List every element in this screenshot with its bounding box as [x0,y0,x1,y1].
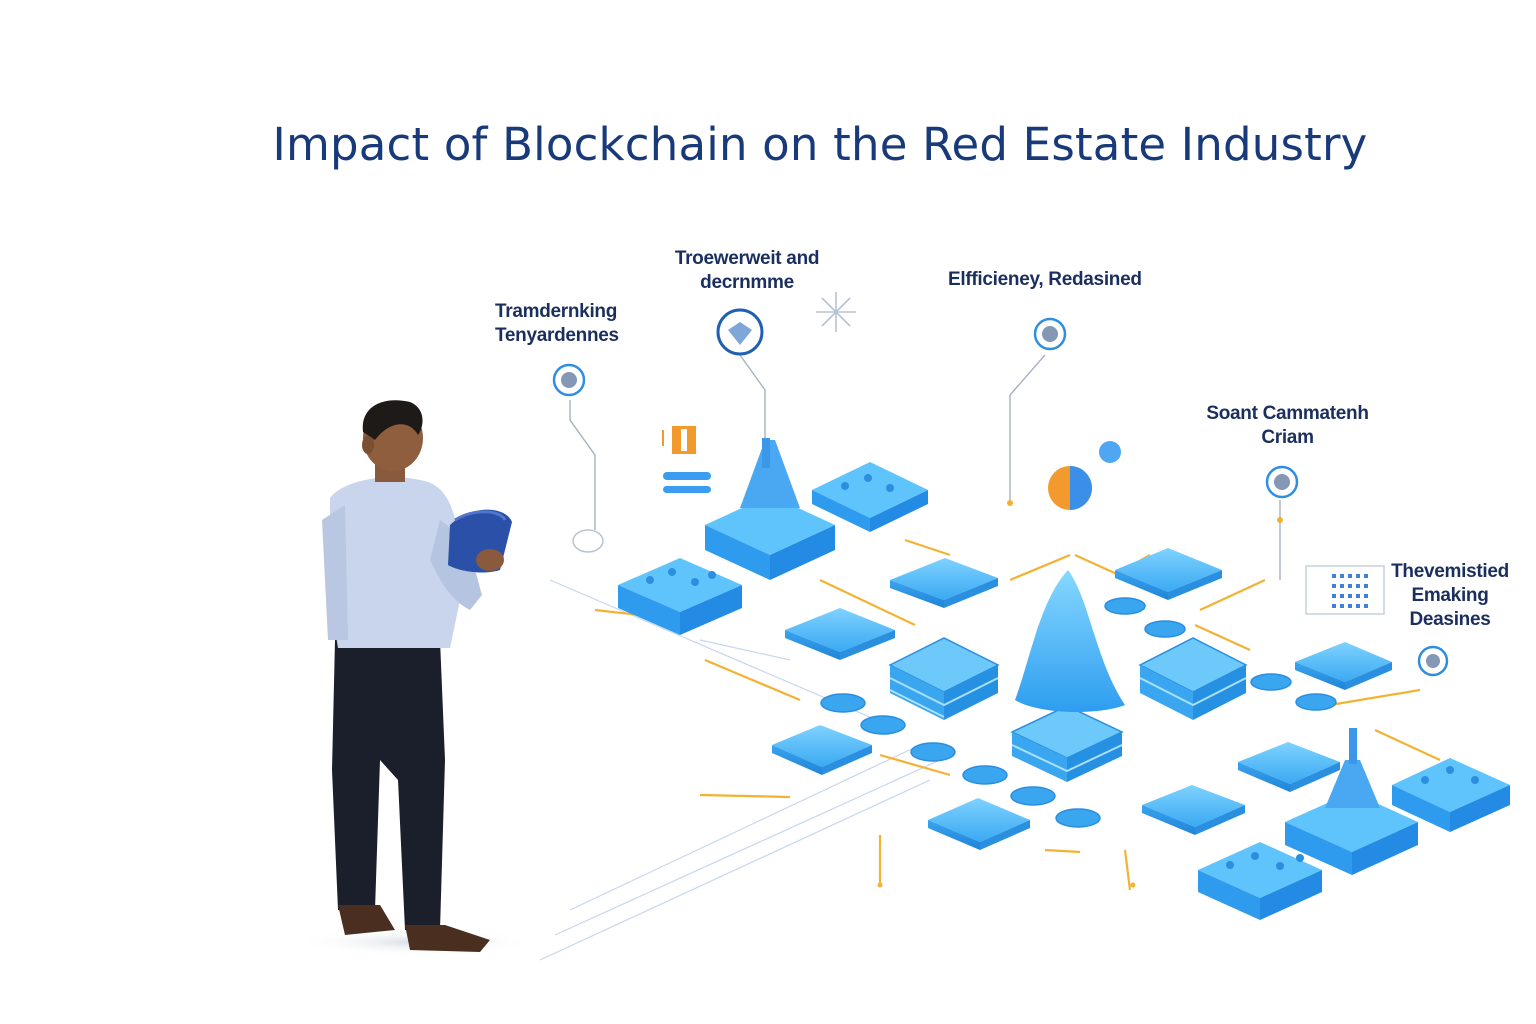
disc-nodes [820,597,1337,828]
tower-right [1285,728,1418,875]
chip-block [1198,842,1322,920]
document-icon [662,418,711,493]
grid-panel-icon [1305,565,1385,615]
tick-marks [877,500,1283,888]
label-efficiency: Elfficieney, Redasined [948,269,1142,290]
stack-block [1138,637,1248,720]
shield-node-icon [716,308,764,356]
label-soant: Soant Cammatenh Criam [1206,403,1369,448]
tile [785,608,895,660]
tile [928,798,1030,850]
target-node-icon [1265,465,1299,499]
tile [890,558,998,608]
central-spire [1015,570,1125,712]
tower-left [705,438,835,580]
stack-blocks [888,637,1248,782]
sparkle-icon [816,292,856,332]
tile [1238,742,1340,792]
target-node-icon [552,363,586,397]
ring-node [572,529,604,553]
label-theverristied: Thevemistied Emaking Deasines [1391,561,1509,630]
perspective-lines [539,579,941,961]
stack-block [888,637,1000,720]
target-node-icon [1417,645,1449,677]
label-tramdernking: Tramdernking Tenyardennes [495,301,619,346]
chip-block [618,558,742,635]
stack-block [1010,705,1124,782]
tile [1295,642,1392,690]
chip-block [1392,758,1510,832]
tile [1115,548,1222,600]
leader-lines [569,354,1281,580]
chip-block [812,462,928,532]
tile [772,725,872,775]
page-title: Impact of Blockchain on the Red Estate I… [272,118,1368,171]
target-node-icon [1033,317,1067,351]
label-troewerweit: Troewerweit and decrnmme [674,248,820,293]
pie-chart-icon [1048,441,1121,510]
tile [1142,785,1245,835]
person-figure [295,400,535,956]
flat-tiles [772,548,1392,850]
chip-blocks [618,462,1510,920]
